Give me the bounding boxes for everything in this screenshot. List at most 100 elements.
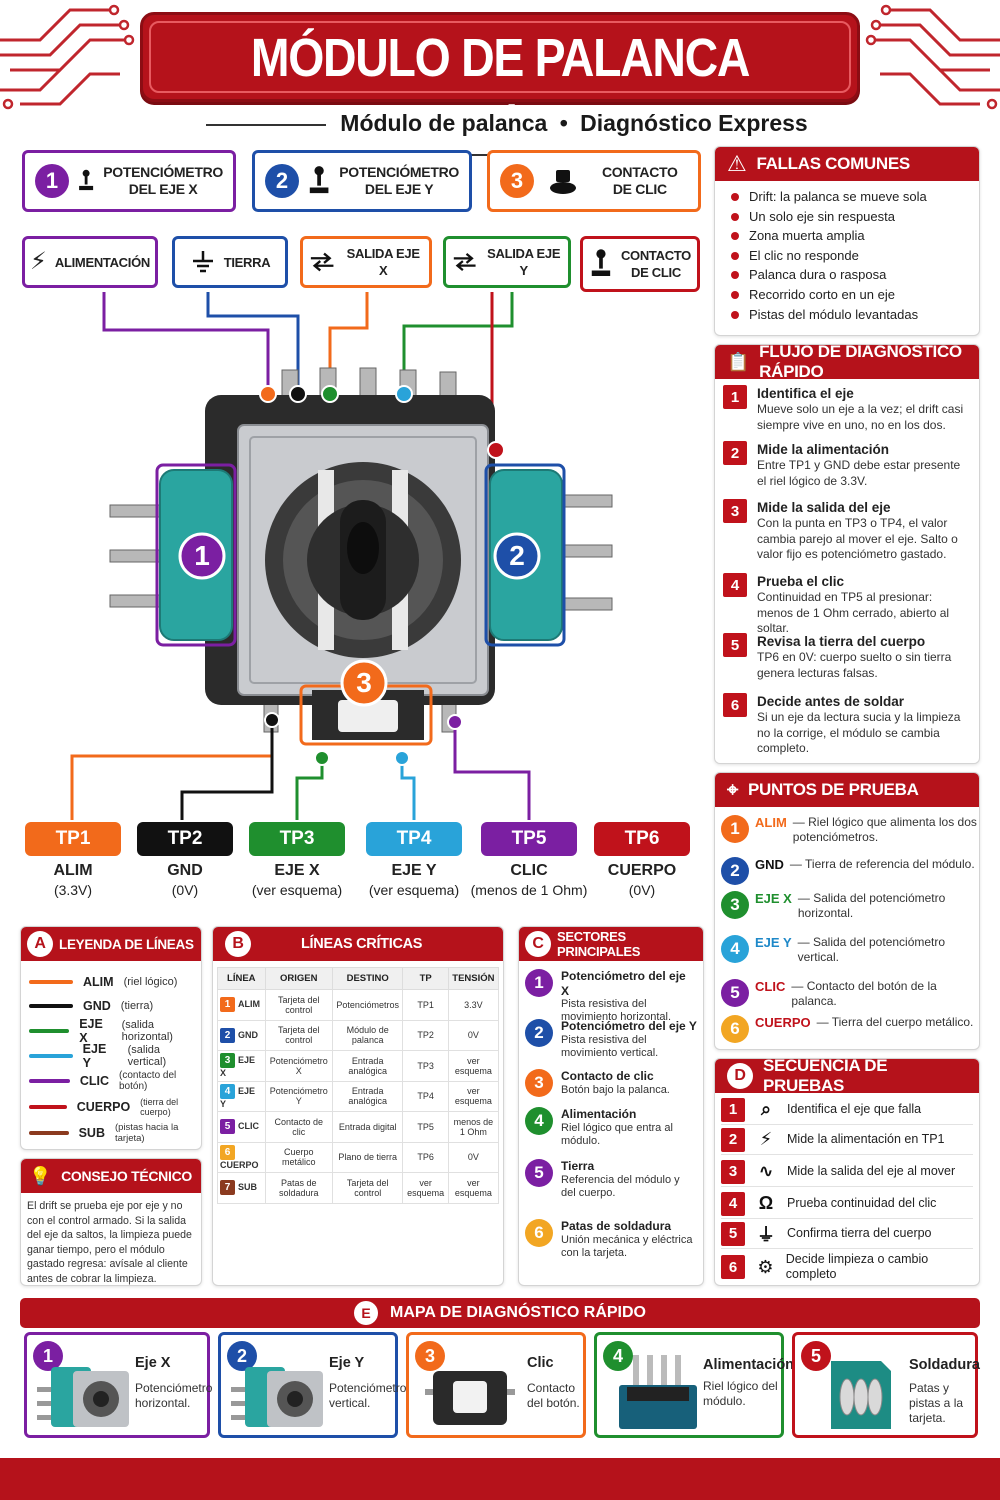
panel-title: SECTORES PRINCIPALES [557,929,641,959]
tp-tag-4: TP4 [366,822,462,856]
list-item: Palanca dura o raspos‌a [727,265,967,285]
signal-callout-salida-x: SALIDA EJE X [300,236,432,288]
column-header: DESTINO [331,967,404,990]
step-desc: Con la punta en TP3 o TP4, el valor camb… [757,516,958,561]
tp-tag-5: TP5 [481,822,577,856]
step-number: 3 [723,499,747,523]
tp-number: 5 [721,979,749,1007]
step-number: 5 [721,1221,745,1246]
step-text: Mide la alimentación en TP1 [787,1132,945,1146]
step-title: Mide la salida del eje [757,500,891,515]
legend-item: ALIM(riel lógico) [29,973,177,991]
tp-tag-1: TP1 [25,822,121,856]
tp-number: 2 [721,857,749,885]
step-desc: Si un eje da lectura sucia y la limpieza… [757,710,961,755]
callout-label: POTENCIÓMETRO [339,164,459,180]
tip-text: El drift se prueba eje por eje y no con … [27,1200,192,1285]
arrows-icon [453,252,476,272]
ohm-icon: Ω [758,1193,774,1213]
page-title: MÓDULO DE PALANCA ANALÓGICA [250,28,751,164]
column-header: TENSIÓN [447,967,500,990]
signal-callout-alimentacion: ⚡ ALIMENTACIÓN [22,236,158,288]
tp-name: ALIM [53,862,93,879]
callout-number: 3 [500,164,534,198]
panel-letter: A [27,931,53,957]
list-item: 5⏚Confirma tierra del cuerpo [721,1219,973,1249]
magnifier-icon: ⌕ [760,1099,772,1119]
consejo-panel: 💡CONSEJO TÉCNICO El drift se prueba eje … [20,1158,202,1286]
step-number: 6 [723,693,747,717]
tp-name: CUERPO [607,862,677,879]
signal-label: ALIMENTACIÓN [54,254,150,270]
tp-key: CUERPO [755,1015,811,1030]
tp-number: 3 [721,891,749,919]
tp-number: 6 [721,1015,749,1043]
list-item: 3∿Mide la salida del eje al mover [721,1157,973,1187]
step-title: Mide la alimentación [757,442,890,457]
column-header: ORIGEN [264,967,333,990]
tp-name: CLIC [510,862,548,879]
tp-key: GND [755,857,784,872]
footer-bar [0,1458,1000,1500]
legend-item: SUB(pistas hacia la tarjeta) [29,1122,201,1144]
tp-desc: — Tierra del cuerpo metálico. [816,1015,974,1029]
step-number: 4 [723,573,747,597]
list-item: 1⌕Identifica el eje que falla [721,1095,973,1125]
panel-title: LEYENDA DE LÍNEAS [59,936,194,952]
switch-icon [425,1371,515,1425]
tp-value: (0V) [628,882,656,898]
signal-callout-tierra: TIERRA [172,236,288,288]
tp-value: (ver esquema) [251,882,343,898]
legend-item: EJE Y(salida vertical) [29,1042,201,1070]
signal-label: DE CLIC [631,265,681,280]
ground-icon [192,251,213,273]
circuit-decoration-left [0,4,135,110]
step-number: 6 [721,1255,745,1279]
panel-title: FLUJO DE DIAGNÓSTICO RÁPIDO [759,342,962,381]
tp-name: GND [167,862,203,879]
tp-desc: — Riel lógico que alimenta los dos poten… [792,815,977,844]
arrows-icon [310,252,334,272]
signal-label: SALIDA EJE Y [487,246,561,278]
legend-item: CUERPO(tierra del cuerpo) [29,1097,201,1117]
waveform-icon: ∿ [758,1161,774,1181]
panel-letter: E [353,1301,378,1325]
panel-letter: B [225,931,251,957]
panel-title: CONSEJO TÉCNICO [61,1168,192,1184]
solder-pads-icon [831,1361,891,1429]
warning-icon: ⚠ [727,151,747,176]
panel-letter: D [727,1063,753,1089]
map-card-soldadura: 5 Soldadura Patas y pistas a la tarjeta. [792,1332,980,1438]
map-card-eje-x: 1 Eje X Potenciómetro horizontal. [24,1332,212,1438]
step-text: Mide la salida del eje al mover [787,1164,956,1178]
tp-tag-3: TP3 [249,822,345,856]
button-icon [550,170,576,194]
step-title: Identifica el eje [757,386,854,401]
step-text: Decide limpieza o cambio completo [785,1252,929,1281]
step-title: Prueba el clic [757,574,845,589]
circuit-decoration-right [865,4,1000,110]
gear-icon: ⚙ [757,1256,774,1277]
clipboard-icon: 📋 [727,351,750,372]
list-item: Un solo eje sin respuesta [727,207,967,227]
panel-letter: C [525,931,551,957]
legend-item: EJE X(salida horizontal) [29,1017,201,1045]
title-banner [140,12,860,102]
fallas-panel: ⚠FALLAS COMUNES Drift: la palanca se mue… [714,146,980,336]
